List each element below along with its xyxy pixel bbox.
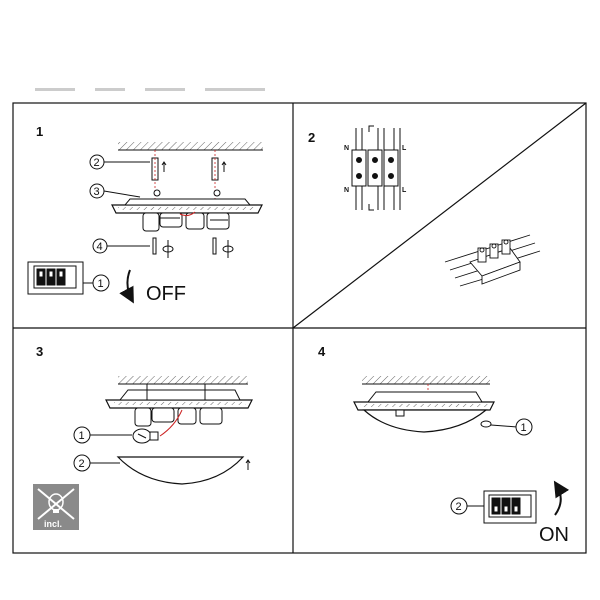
panel-1-step-number: 1 — [36, 124, 43, 139]
ceiling-hatch — [118, 376, 248, 384]
callout-1 — [480, 418, 533, 436]
panel-1: 1 — [27, 124, 263, 305]
isometric-terminal-block — [444, 234, 541, 287]
switch-box-on — [483, 490, 537, 524]
faint-header-marks — [35, 88, 265, 91]
callout-2-label: 2 — [94, 157, 100, 169]
panel-2: 2 N L N L — [308, 125, 541, 287]
on-arrow-icon — [553, 480, 570, 516]
callout-2 — [89, 154, 150, 170]
ceiling-hatch — [362, 376, 490, 384]
terminal-label-l-bottom: L — [402, 187, 407, 194]
terminal-label-n-top: N — [344, 145, 349, 152]
callout-4-label: 4 — [97, 241, 103, 253]
bulb-not-included-badge — [33, 484, 79, 530]
off-arrow-icon — [119, 269, 134, 304]
callout-1-label: 1 — [521, 422, 527, 434]
mounting-screws — [152, 237, 234, 258]
panel-3-step-number: 3 — [36, 344, 43, 359]
glass-shade — [362, 409, 488, 433]
bulb-not-included-label: incl. — [44, 519, 62, 529]
on-label: ON — [539, 524, 569, 546]
callout-1-label: 1 — [98, 278, 104, 290]
terminal-label-n-bottom: N — [344, 187, 349, 194]
glass-shade — [116, 456, 245, 485]
lamp-sockets — [142, 212, 230, 232]
light-bulb-icon — [132, 428, 159, 444]
lamp-sockets — [134, 407, 223, 427]
callout-2-label: 2 — [456, 501, 462, 513]
panel-3: 3 1 2 — [33, 344, 253, 530]
off-label: OFF — [146, 283, 186, 305]
panel-2-diagonal — [292, 102, 587, 329]
callout-3 — [89, 183, 141, 199]
callout-1 — [73, 426, 132, 444]
callout-2 — [73, 454, 120, 472]
panel-frame — [12, 102, 587, 554]
terminal-block-diagram — [351, 125, 401, 211]
terminal-label-l-top: L — [402, 145, 407, 152]
panel-2-step-number: 2 — [308, 130, 315, 145]
callout-4 — [92, 238, 150, 254]
panel-4-step-number: 4 — [318, 344, 326, 359]
callout-2-label: 2 — [79, 458, 85, 470]
callout-2 — [450, 497, 484, 515]
callout-3-label: 3 — [94, 186, 100, 198]
callout-1-label: 1 — [79, 430, 85, 442]
callout-1 — [83, 274, 110, 292]
wall-anchor — [151, 157, 227, 181]
panel-4: 4 1 2 ON — [318, 344, 570, 546]
switch-box-off — [27, 261, 84, 295]
ceiling-hatch — [118, 142, 263, 150]
